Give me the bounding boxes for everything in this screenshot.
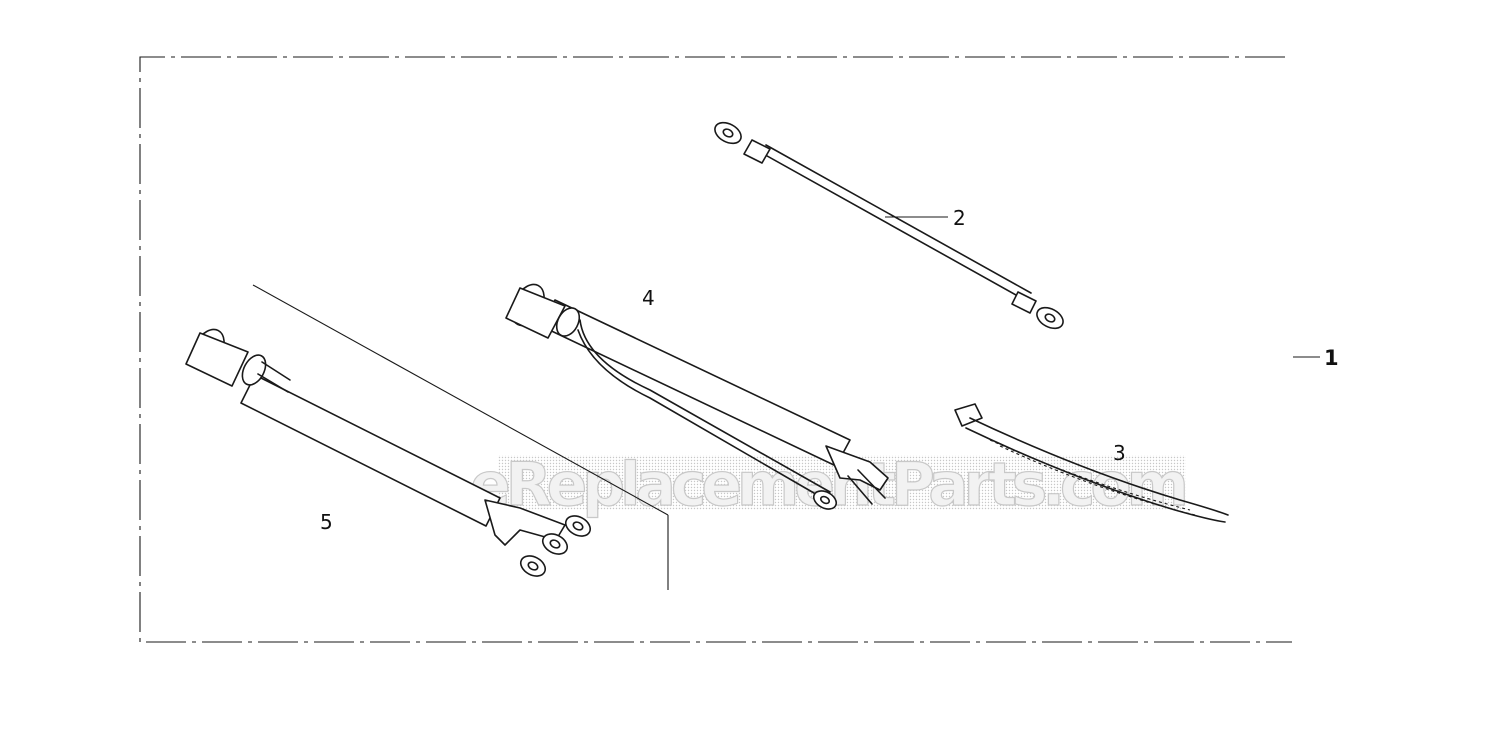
callout-1: 1 bbox=[1324, 346, 1339, 370]
kit-boundary-frame bbox=[139, 56, 1292, 643]
part-4-harness bbox=[505, 283, 889, 510]
callout-3: 3 bbox=[1113, 441, 1126, 465]
callout-4: 4 bbox=[642, 286, 655, 310]
part-2-ground-cable bbox=[714, 121, 1064, 330]
callout-2: 2 bbox=[953, 206, 966, 230]
long-wire bbox=[252, 284, 669, 590]
callout-5: 5 bbox=[320, 510, 333, 534]
part-5-harness bbox=[185, 328, 592, 577]
part-3-cable-tie bbox=[954, 403, 1229, 523]
